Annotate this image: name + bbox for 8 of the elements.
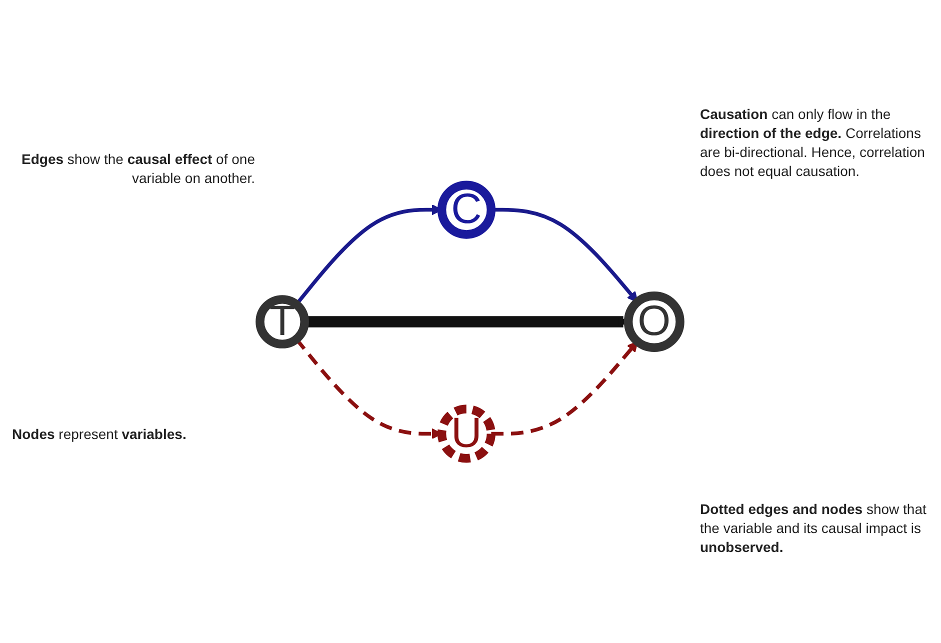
node-circle: U: [437, 404, 496, 462]
node-circle: C: [437, 180, 496, 239]
annotation-text: Nodes represent variables.: [12, 425, 188, 444]
annotation-text: Edges show the causal effect of one variable on another.: [20, 150, 255, 188]
node-circle: O: [624, 291, 684, 352]
annotation-text: Causation can only flow in the direction of the edge. Correlations are bi-directional. Hence, correlation does not equal causation.: [700, 105, 926, 181]
annotation-text: Dotted edges and nodes show that the variable and its causal impact is unobserved.: [700, 500, 928, 557]
node-circle: T: [256, 294, 309, 348]
